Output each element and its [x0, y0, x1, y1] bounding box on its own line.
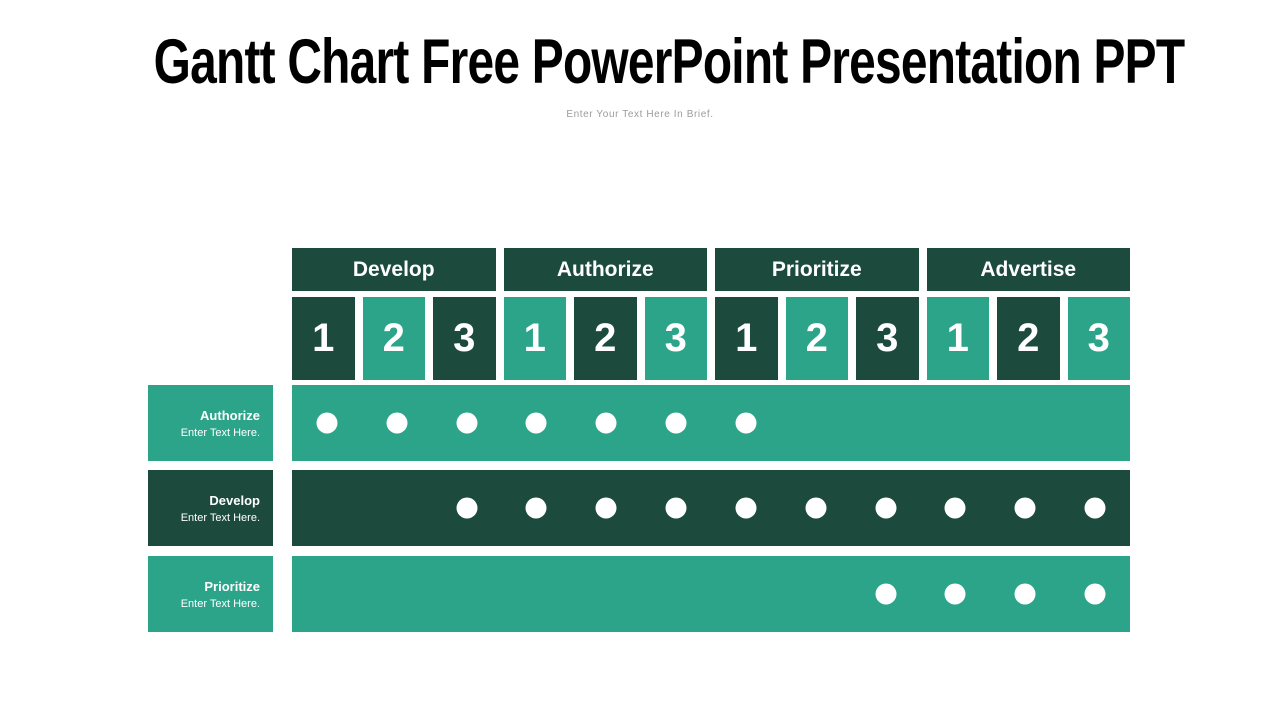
timeline-dot [595, 412, 617, 434]
timeline-dot [386, 412, 408, 434]
timeline-dot [525, 412, 547, 434]
unit-number-row: 1 2 3 1 2 3 1 2 3 1 2 3 [292, 297, 1130, 380]
timeline-dot [805, 497, 827, 519]
unit-cell-4: 1 [503, 297, 566, 380]
task-name: Authorize [200, 407, 260, 423]
timeline-dot [316, 412, 338, 434]
unit-number: 3 [453, 316, 476, 360]
unit-cell-11: 2 [997, 297, 1060, 380]
task-bar-authorize [292, 385, 1130, 461]
timeline-dot [735, 497, 757, 519]
unit-cell-10: 1 [926, 297, 989, 380]
timeline-dot [525, 497, 547, 519]
phase-header-advertise: Advertise [926, 248, 1130, 291]
unit-cell-5: 2 [574, 297, 637, 380]
timeline-dot [456, 497, 478, 519]
task-desc-placeholder: Enter Text Here. [180, 426, 260, 439]
timeline-dot [1014, 497, 1036, 519]
unit-cell-9: 3 [856, 297, 919, 380]
subtitle-placeholder: Enter Your Text Here In Brief. [566, 109, 714, 120]
phase-label: Prioritize [771, 257, 862, 281]
phase-label: Advertise [980, 257, 1077, 281]
unit-number: 1 [312, 316, 335, 360]
unit-number: 2 [382, 316, 405, 360]
unit-cell-1: 1 [292, 297, 355, 380]
timeline-dot [665, 497, 687, 519]
unit-cell-6: 3 [644, 297, 707, 380]
timeline-dot [944, 583, 966, 605]
timeline-dot [595, 497, 617, 519]
unit-number: 2 [805, 316, 828, 360]
task-name: Develop [209, 492, 260, 508]
phase-header-prioritize: Prioritize [715, 248, 919, 291]
page-title: Gantt Chart Free PowerPoint Presentation… [153, 27, 1186, 97]
phase-label: Develop [352, 257, 435, 281]
timeline-dot [944, 497, 966, 519]
unit-number: 2 [1017, 316, 1040, 360]
unit-number: 1 [523, 316, 546, 360]
timeline-dot [1084, 583, 1106, 605]
unit-number: 3 [876, 316, 899, 360]
unit-cell-2: 2 [362, 297, 425, 380]
phase-header-row: Develop Authorize Prioritize Advertise [292, 248, 1130, 291]
unit-number: 1 [946, 316, 969, 360]
unit-number: 3 [1087, 316, 1110, 360]
task-desc-placeholder: Enter Text Here. [180, 597, 260, 610]
unit-number: 3 [664, 316, 687, 360]
phase-header-authorize: Authorize [503, 248, 707, 291]
timeline-dot [875, 583, 897, 605]
phase-label: Authorize [556, 257, 654, 281]
timeline-dot [875, 497, 897, 519]
task-desc-placeholder: Enter Text Here. [180, 511, 260, 524]
task-bar-prioritize [292, 556, 1130, 632]
unit-cell-7: 1 [715, 297, 778, 380]
unit-cell-3: 3 [433, 297, 496, 380]
unit-number: 2 [594, 316, 617, 360]
task-bar-develop [292, 470, 1130, 546]
task-name: Prioritize [204, 578, 260, 594]
timeline-dot [1084, 497, 1106, 519]
phase-header-develop: Develop [292, 248, 496, 291]
timeline-dot [456, 412, 478, 434]
unit-cell-12: 3 [1067, 297, 1130, 380]
timeline-dot [735, 412, 757, 434]
unit-cell-8: 2 [785, 297, 848, 380]
timeline-dot [665, 412, 687, 434]
unit-number: 1 [735, 316, 758, 360]
timeline-dot [1014, 583, 1036, 605]
